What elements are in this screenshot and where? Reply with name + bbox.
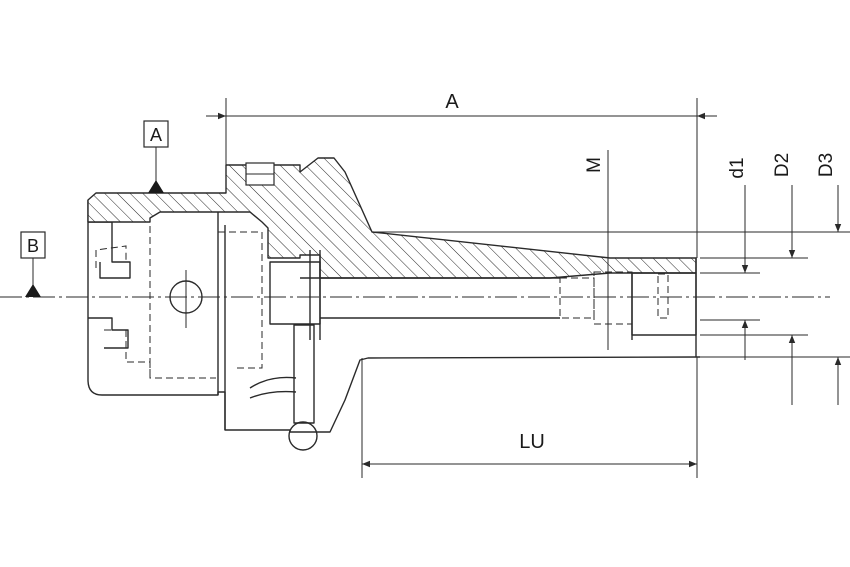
dim-a-label: A [445,91,459,113]
dimension-d3: D3 [372,153,850,405]
shank-outline [87,200,701,433]
dim-d2-label: D2 [772,153,793,177]
dim-d1-label: d1 [727,157,748,178]
screw-head [288,421,318,451]
shank-hidden-bottom [104,329,216,379]
datum-a: A [143,120,169,193]
dim-d3-label: D3 [816,153,837,177]
datum-b-label: B [27,236,39,256]
clamp-screw [249,250,321,451]
section-hatch [87,157,697,279]
dim-m-label: M [584,157,605,173]
shank-hidden-top [95,245,127,268]
datum-b: B [20,231,46,297]
shank-slot-bottom [88,317,129,349]
dimension-d1: d1 [700,157,760,360]
dim-lu-label: LU [519,431,545,453]
dimension-d2: D2 [700,153,808,405]
shank-slot-top [88,221,131,279]
cross-hole [169,270,203,328]
dimension-lu: LU [361,357,698,478]
nose-region [300,258,697,357]
dimension-m: M [584,150,609,350]
datum-a-label: A [150,125,162,145]
dimension-a: A [206,91,717,258]
